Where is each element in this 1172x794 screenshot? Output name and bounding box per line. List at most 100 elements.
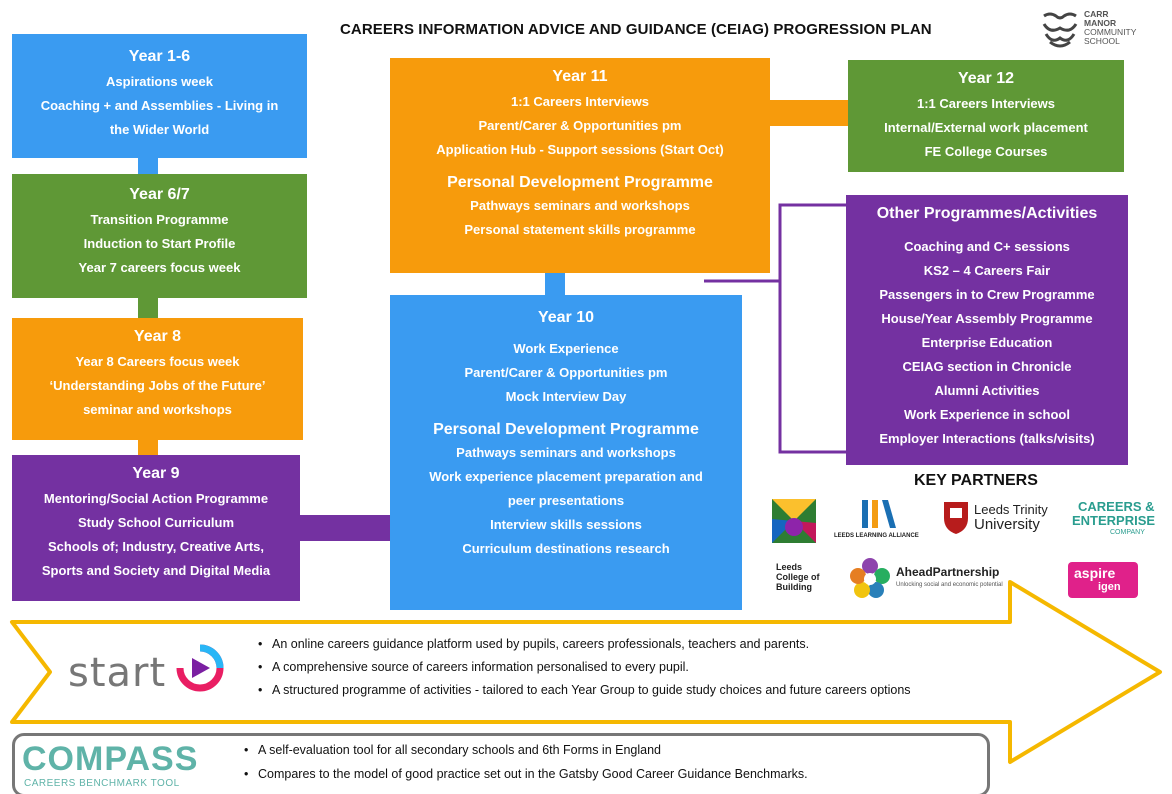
year-11-heading: Year 11 bbox=[552, 68, 608, 85]
other-programmes-line: Coaching and C+ sessions bbox=[904, 239, 1070, 254]
partner-leeds-college-building: Leeds College of Building bbox=[776, 562, 840, 598]
other-programmes-line: KS2 – 4 Careers Fair bbox=[923, 263, 1051, 278]
connector-6-7-to-8 bbox=[138, 298, 158, 318]
other-programmes-line: Work Experience in school bbox=[904, 407, 1070, 422]
compass-bullet: Compares to the model of good practice s… bbox=[244, 762, 808, 786]
year-8-heading: Year 8 bbox=[133, 328, 182, 345]
compass-logo-subtitle: CAREERS BENCHMARK TOOL bbox=[24, 778, 180, 789]
igen-text: igen bbox=[1098, 581, 1121, 593]
other-programmes-line: Employer Interactions (talks/visits) bbox=[879, 431, 1095, 446]
year-1-6-line: the Wider World bbox=[109, 122, 210, 137]
year-10-line: Parent/Carer & Opportunities pm bbox=[464, 365, 668, 380]
year-11-sub-line: Pathways seminars and workshops bbox=[470, 198, 690, 213]
year-8-line: seminar and workshops bbox=[83, 402, 232, 417]
compass-logo-text: COMPASS bbox=[22, 740, 199, 778]
year-10-sub-line: Work experience placement preparation an… bbox=[429, 469, 703, 484]
ahead-partnership-text: AheadPartnership bbox=[896, 565, 1000, 579]
careers-enterprise-line-2: ENTERPRISE bbox=[1072, 513, 1156, 528]
start-logo: start bbox=[60, 638, 240, 698]
year-9-box: Year 9 Mentoring/Social Action Programme… bbox=[12, 455, 300, 601]
other-programmes-line: Enterprise Education bbox=[921, 335, 1053, 350]
logo-line-community: COMMUNITY bbox=[1084, 27, 1137, 37]
other-programmes-box: Other Programmes/Activities Coaching and… bbox=[846, 195, 1128, 465]
year-11-line: 1:1 Careers Interviews bbox=[510, 94, 650, 109]
year-1-6-line: Aspirations week bbox=[106, 74, 213, 89]
partner-ahead-partnership: AheadPartnership Unlocking social and ec… bbox=[848, 556, 1018, 600]
year-8-line: ‘Understanding Jobs of the Future’ bbox=[49, 378, 266, 393]
partner-logo-1 bbox=[772, 499, 816, 543]
logo-line-carr: CARR bbox=[1084, 9, 1109, 19]
start-play-icon bbox=[176, 644, 224, 692]
year-6-7-heading: Year 6/7 bbox=[129, 186, 190, 203]
year-6-7-line: Transition Programme bbox=[90, 212, 229, 227]
other-programmes-line: House/Year Assembly Programme bbox=[881, 311, 1093, 326]
leeds-trinity-line-2: University bbox=[974, 516, 1040, 533]
year-9-line: Schools of; Industry, Creative Arts, bbox=[48, 539, 264, 554]
year-8-line: Year 8 Careers focus week bbox=[75, 354, 240, 369]
connector-8-to-9 bbox=[138, 440, 158, 455]
year-10-line: Work Experience bbox=[513, 341, 619, 356]
year-9-line: Sports and Society and Digital Media bbox=[41, 563, 271, 578]
year-11-sub-heading: Personal Development Programme bbox=[447, 174, 713, 191]
bars-logo-icon bbox=[862, 500, 896, 528]
year-12-line: FE College Courses bbox=[924, 144, 1048, 159]
colorful-shield-icon bbox=[772, 499, 816, 543]
year-8-box: Year 8 Year 8 Careers focus week ‘Unders… bbox=[12, 318, 303, 440]
year-1-6-box: Year 1-6 Aspirations week Coaching + and… bbox=[12, 34, 307, 158]
other-programmes-line: Passengers in to Crew Programme bbox=[879, 287, 1095, 302]
year-9-heading: Year 9 bbox=[132, 465, 180, 482]
leeds-college-building-text: Leeds College of Building bbox=[776, 562, 820, 592]
compass-bullet: A self-evaluation tool for all secondary… bbox=[244, 738, 808, 762]
year-12-line: Internal/External work placement bbox=[884, 120, 1088, 135]
year-9-line: Mentoring/Social Action Programme bbox=[43, 491, 269, 506]
start-bullet: An online careers guidance platform used… bbox=[258, 633, 911, 656]
year-12-line: 1:1 Careers Interviews bbox=[916, 96, 1056, 111]
year-11-line: Parent/Carer & Opportunities pm bbox=[478, 118, 682, 133]
year-10-sub-line: peer presentations bbox=[507, 493, 625, 508]
year-1-6-line: Coaching + and Assemblies - Living in bbox=[40, 98, 279, 113]
year-9-line: Study School Curriculum bbox=[77, 515, 234, 530]
start-bullet: A structured programme of activities - t… bbox=[258, 679, 911, 702]
year-10-sub-line: Curriculum destinations research bbox=[462, 541, 670, 556]
year-1-6-heading: Year 1-6 bbox=[128, 48, 191, 65]
partner-leeds-learning-alliance: LEEDS LEARNING ALLIANCE bbox=[826, 500, 936, 540]
other-programmes-heading: Other Programmes/Activities bbox=[876, 205, 1098, 222]
year-11-box: Year 11 1:1 Careers Interviews Parent/Ca… bbox=[390, 58, 770, 273]
shield-icon bbox=[944, 502, 968, 534]
year-10-sub-heading: Personal Development Programme bbox=[433, 421, 699, 438]
other-programmes-line: Alumni Activities bbox=[934, 383, 1040, 398]
logo-line-manor: MANOR bbox=[1084, 18, 1117, 28]
start-logo-text: start bbox=[68, 650, 167, 696]
partner-aspire-igen: aspire igen bbox=[1068, 562, 1138, 598]
start-bullet: A comprehensive source of careers inform… bbox=[258, 656, 911, 679]
connector-11-to-10 bbox=[545, 273, 565, 295]
connector-1-6-to-6-7 bbox=[138, 158, 158, 174]
aspire-text: aspire bbox=[1074, 565, 1116, 581]
year-10-sub-line: Interview skills sessions bbox=[490, 517, 642, 532]
leeds-learning-alliance-text: LEEDS LEARNING ALLIANCE bbox=[834, 533, 919, 539]
leeds-trinity-line-1: Leeds Trinity bbox=[974, 502, 1048, 517]
other-programmes-line: CEIAG section in Chronicle bbox=[902, 359, 1072, 374]
key-partners-title: KEY PARTNERS bbox=[914, 472, 1038, 489]
year-6-7-line: Year 7 careers focus week bbox=[78, 260, 241, 275]
year-10-box: Year 10 Work Experience Parent/Carer & O… bbox=[390, 295, 742, 610]
careers-enterprise-line-1: CAREERS & bbox=[1078, 499, 1155, 514]
year-6-7-box: Year 6/7 Transition Programme Induction … bbox=[12, 174, 307, 298]
flower-icon bbox=[850, 558, 890, 598]
carr-manor-emblem-icon bbox=[1042, 12, 1078, 48]
year-12-box: Year 12 1:1 Careers Interviews Internal/… bbox=[848, 60, 1124, 172]
year-12-heading: Year 12 bbox=[957, 70, 1015, 87]
partner-leeds-trinity: Leeds Trinity University bbox=[942, 500, 1072, 540]
start-bullets: An online careers guidance platform used… bbox=[258, 633, 911, 702]
connector-11-to-12 bbox=[770, 100, 850, 126]
year-11-line: Application Hub - Support sessions (Star… bbox=[436, 142, 724, 157]
connector-9-to-10 bbox=[300, 515, 390, 541]
year-6-7-line: Induction to Start Profile bbox=[83, 236, 236, 251]
page-title: CAREERS INFORMATION ADVICE AND GUIDANCE … bbox=[340, 21, 932, 38]
year-11-sub-line: Personal statement skills programme bbox=[464, 222, 696, 237]
compass-logo: COMPASS CAREERS BENCHMARK TOOL bbox=[22, 740, 222, 790]
partner-careers-enterprise: CAREERS & ENTERPRISE COMPANY bbox=[1070, 500, 1170, 545]
compass-bullets: A self-evaluation tool for all secondary… bbox=[244, 738, 808, 786]
carr-manor-logo: CARR MANOR COMMUNITY SCHOOL bbox=[1040, 10, 1170, 52]
year-10-heading: Year 10 bbox=[537, 309, 595, 326]
